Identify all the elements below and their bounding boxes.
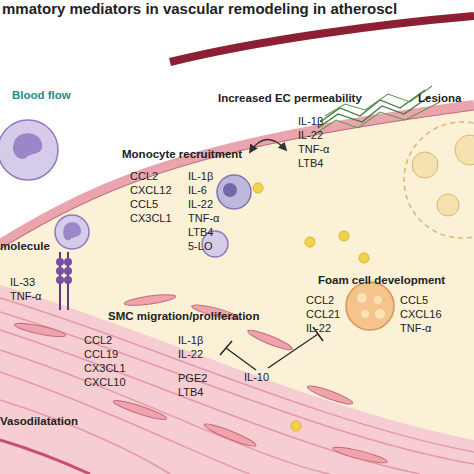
mediator-label: IL-1β bbox=[298, 116, 323, 127]
process-heading: SMC migration/proliferation bbox=[108, 311, 259, 323]
mediator-label: IL-22 bbox=[188, 199, 213, 210]
foam-cell-lipid bbox=[374, 296, 382, 304]
collagen-fiber bbox=[315, 102, 440, 134]
mediator-label: TNF-α bbox=[188, 213, 219, 224]
mediator-label: PGE2 bbox=[178, 373, 207, 384]
mediator-label: CX3CL1 bbox=[130, 213, 172, 224]
diagram-title: mmatory mediators in vascular remodeling… bbox=[2, 1, 397, 16]
mediator-label: LTB4 bbox=[298, 158, 323, 169]
endothelium-edge bbox=[0, 110, 474, 249]
permeability-arrow bbox=[250, 139, 286, 152]
process-heading: Increased EC permeability bbox=[218, 93, 362, 105]
adhesion-bead bbox=[56, 276, 64, 284]
mediator-label: IL-1β bbox=[188, 171, 213, 182]
mediator-label: CXCL16 bbox=[400, 309, 442, 320]
monocyte bbox=[55, 215, 89, 249]
foam-cell-lipid bbox=[361, 310, 369, 318]
mediator-label: CCL5 bbox=[130, 199, 158, 210]
macrophage bbox=[217, 175, 251, 209]
adhesion-bead bbox=[64, 276, 72, 284]
lipid-droplet bbox=[437, 194, 459, 216]
process-heading: molecule bbox=[0, 241, 50, 253]
monocyte bbox=[0, 120, 58, 180]
mediator-label: CCL21 bbox=[306, 309, 340, 320]
media-layer bbox=[0, 285, 474, 474]
ldl-particle bbox=[305, 237, 315, 247]
ldl-particle bbox=[339, 231, 349, 241]
mediator-label: CCL2 bbox=[84, 335, 112, 346]
mediator-label: IL-6 bbox=[188, 185, 207, 196]
flow-label: Blood flow bbox=[12, 90, 71, 102]
adhesion-bead bbox=[64, 267, 72, 275]
media-stripe bbox=[0, 330, 420, 474]
media-stripe bbox=[0, 372, 250, 474]
lipid-core bbox=[404, 122, 474, 238]
intima-lesion bbox=[0, 105, 474, 474]
mediator-label: TNF-α bbox=[298, 144, 329, 155]
inhibition-bar bbox=[220, 341, 232, 355]
process-heading: Lesiona bbox=[418, 93, 461, 105]
monocyte-nucleus bbox=[63, 222, 81, 240]
monocyte-nucleus bbox=[13, 133, 42, 159]
vessel-wall-top bbox=[170, 16, 474, 62]
mediator-label: LTB4 bbox=[188, 227, 213, 238]
foam-cell-lipid bbox=[375, 309, 385, 319]
smc-cell bbox=[124, 292, 177, 307]
endothelium bbox=[0, 105, 474, 244]
mediator-label: IL-10 bbox=[244, 372, 269, 383]
mediator-label: IL-22 bbox=[306, 323, 331, 334]
mediator-label: 5-LO bbox=[188, 241, 212, 252]
macrophage-nucleus bbox=[223, 183, 237, 197]
smc-cell bbox=[112, 398, 168, 423]
lipid-droplet bbox=[412, 152, 438, 178]
adhesion-bead bbox=[56, 267, 64, 275]
ldl-particle bbox=[291, 421, 301, 431]
mediator-label: TNF-α bbox=[400, 323, 431, 334]
mediator-label: LTB4 bbox=[178, 387, 203, 398]
adhesion-bead bbox=[64, 258, 72, 266]
inhibition-line bbox=[226, 348, 256, 370]
mediator-label: CCL5 bbox=[400, 295, 428, 306]
mediator-label: IL-1β bbox=[178, 335, 203, 346]
smc-cell bbox=[203, 421, 258, 449]
mediator-label: IL-22 bbox=[298, 130, 323, 141]
foam-cell bbox=[346, 282, 394, 330]
lipid-droplet bbox=[455, 135, 474, 165]
adhesion-bead bbox=[56, 258, 64, 266]
mediator-label: TNF-α bbox=[10, 291, 41, 302]
mediator-label: CCL2 bbox=[130, 171, 158, 182]
process-heading: Vasodilatation bbox=[0, 416, 78, 428]
elastic-lamina bbox=[0, 440, 90, 474]
mediator-label: CXCL10 bbox=[84, 377, 126, 388]
mediator-label: IL-22 bbox=[178, 349, 203, 360]
foam-cell-lipid bbox=[357, 293, 367, 303]
smc-cell bbox=[306, 383, 354, 407]
media-stripe bbox=[0, 312, 474, 464]
ldl-particle bbox=[359, 253, 369, 263]
mediator-label: CX3CL1 bbox=[84, 363, 126, 374]
inhibition-line bbox=[268, 334, 318, 368]
smc-cell bbox=[246, 327, 294, 352]
mediator-label: CXCL12 bbox=[130, 185, 172, 196]
smc-cell bbox=[332, 444, 388, 465]
process-heading: Monocyte recruitment bbox=[122, 149, 242, 161]
mediator-label: IL-33 bbox=[10, 277, 35, 288]
mediator-label: CCL19 bbox=[84, 349, 118, 360]
process-heading: Foam cell development bbox=[318, 275, 445, 287]
ldl-particle bbox=[253, 183, 263, 193]
media-stripe bbox=[0, 350, 330, 474]
mediator-label: CCL2 bbox=[306, 295, 334, 306]
smc-cell bbox=[14, 321, 67, 340]
